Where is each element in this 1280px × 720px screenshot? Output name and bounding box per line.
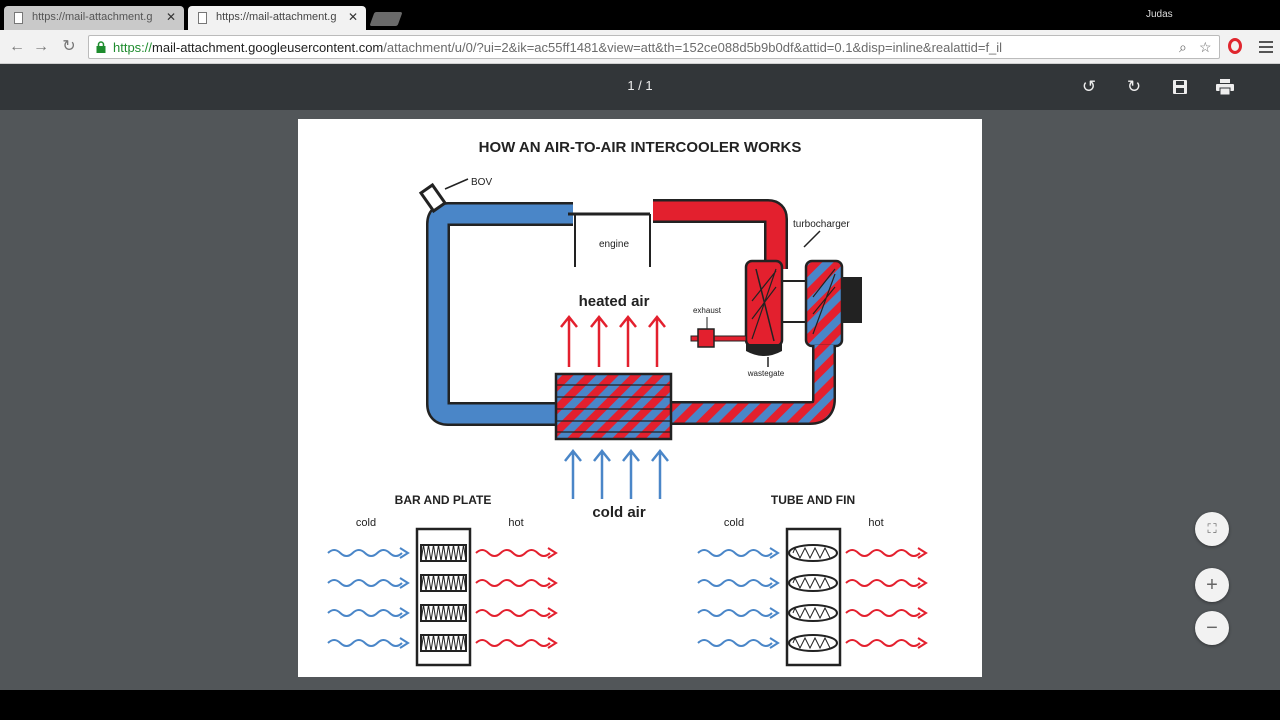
opera-extension-icon[interactable]: [1228, 38, 1242, 54]
turbocharger-label: turbocharger: [793, 219, 850, 230]
menu-icon[interactable]: [1259, 41, 1273, 56]
hot-flow-arrow: [845, 547, 928, 559]
profile-name[interactable]: Judas: [1146, 9, 1173, 20]
tube-and-fin-cold: cold: [724, 517, 744, 529]
hot-flow-arrow: [475, 607, 558, 619]
close-tab-icon[interactable]: ✕: [347, 10, 358, 24]
tab-strip: https://mail-attachment.g ✕ https://mail…: [0, 0, 1280, 30]
intercooler-core: [554, 372, 673, 441]
engine-block: engine: [568, 212, 651, 267]
document-icon: [198, 12, 207, 24]
bar-plate-fin: [420, 574, 467, 592]
fit-page-icon[interactable]: ⛶: [1195, 512, 1229, 546]
tube-and-fin-title: TUBE AND FIN: [771, 493, 855, 507]
close-tab-icon[interactable]: ✕: [165, 10, 176, 24]
bar-plate-fin: [420, 604, 467, 622]
cold-flow-arrow: [697, 547, 780, 559]
search-icon[interactable]: ⌕: [1179, 39, 1187, 55]
cold-flow-arrow: [697, 607, 780, 619]
tube-fin: [788, 574, 838, 592]
pdf-toolbar: 1 / 1 ↺ ↻: [0, 64, 1280, 110]
lock-icon: [96, 41, 106, 53]
rotate-counterclockwise-icon[interactable]: ↺: [1081, 77, 1097, 96]
url-protocol: https://: [113, 40, 153, 55]
exhaust-pipe: exhaust: [690, 306, 747, 348]
back-arrow-icon[interactable]: ←: [9, 38, 25, 55]
hot-flow-arrow: [845, 637, 928, 649]
bov-label: BOV: [471, 177, 492, 188]
bar-plate-fin: [420, 634, 467, 652]
bar-and-plate-title: BAR AND PLATE: [395, 493, 492, 507]
page-indicator: 1 / 1: [627, 78, 653, 93]
document-icon: [14, 12, 23, 24]
tab-inactive[interactable]: https://mail-attachment.g ✕: [4, 6, 184, 30]
bar-plate-fin: [420, 544, 467, 562]
rotate-clockwise-icon[interactable]: ↻: [1126, 77, 1142, 96]
charge-air-pipe: [670, 345, 834, 423]
save-icon[interactable]: [1169, 76, 1191, 98]
tube-fin: [788, 604, 838, 622]
bar-and-plate-diagram: BAR AND PLATE cold hot: [327, 493, 558, 667]
cold-air-pipe: [426, 202, 573, 426]
tube-fin: [788, 544, 838, 562]
reload-icon[interactable]: ↻: [62, 38, 76, 55]
url-path: /attachment/u/0/?ui=2&ik=ac55ff1481&view…: [383, 40, 1003, 55]
cold-air-label: cold air: [592, 504, 646, 521]
tab-active[interactable]: https://mail-attachment.g ✕: [188, 6, 366, 30]
address-bar[interactable]: https://mail-attachment.googleuserconten…: [88, 35, 1220, 59]
pdf-viewer-area[interactable]: HOW AN AIR-TO-AIR INTERCOOLER WORKS BOV …: [0, 110, 1280, 690]
cold-flow-arrow: [327, 607, 410, 619]
cold-flow-arrow: [327, 547, 410, 559]
hot-flow-arrow: [475, 577, 558, 589]
url-text[interactable]: https://mail-attachment.googleuserconten…: [113, 40, 1173, 55]
url-host: mail-attachment.googleusercontent.com: [152, 40, 384, 55]
pdf-page: HOW AN AIR-TO-AIR INTERCOOLER WORKS BOV …: [298, 119, 982, 677]
exhaust-label: exhaust: [693, 306, 722, 315]
tab-title: https://mail-attachment.g: [216, 11, 337, 23]
bov-valve: BOV: [418, 177, 492, 214]
tube-and-fin-diagram: TUBE AND FIN cold hot: [697, 493, 928, 667]
intercooler-diagram: HOW AN AIR-TO-AIR INTERCOOLER WORKS BOV …: [327, 139, 928, 667]
cold-air-arrows: [564, 448, 669, 499]
bar-and-plate-hot: hot: [508, 517, 523, 529]
hot-air-pipe: [653, 201, 786, 269]
tube-and-fin-hot: hot: [868, 517, 883, 529]
tube-fin: [788, 634, 838, 652]
wastegate-label: wastegate: [747, 369, 785, 378]
heated-air-label: heated air: [579, 293, 650, 310]
zoom-out-icon[interactable]: −: [1195, 611, 1229, 645]
star-icon[interactable]: ☆: [1199, 39, 1212, 55]
zoom-in-icon[interactable]: +: [1195, 568, 1229, 602]
bottom-letterbox: [0, 690, 1280, 720]
cold-flow-arrow: [327, 577, 410, 589]
hot-flow-arrow: [475, 547, 558, 559]
cold-flow-arrow: [697, 577, 780, 589]
new-tab-button[interactable]: [369, 12, 403, 26]
heated-air-arrows: [560, 314, 666, 367]
forward-arrow-icon[interactable]: →: [33, 38, 49, 55]
cold-flow-arrow: [697, 637, 780, 649]
engine-label: engine: [599, 239, 629, 250]
hot-flow-arrow: [845, 607, 928, 619]
tab-title: https://mail-attachment.g: [32, 11, 153, 23]
bar-and-plate-cold: cold: [356, 517, 376, 529]
cold-flow-arrow: [327, 637, 410, 649]
diagram-title: HOW AN AIR-TO-AIR INTERCOOLER WORKS: [479, 139, 802, 156]
hot-flow-arrow: [475, 637, 558, 649]
print-icon[interactable]: [1214, 76, 1236, 98]
hot-flow-arrow: [845, 577, 928, 589]
browser-toolbar: ← → ↻ https://mail-attachment.googleuser…: [0, 30, 1280, 64]
